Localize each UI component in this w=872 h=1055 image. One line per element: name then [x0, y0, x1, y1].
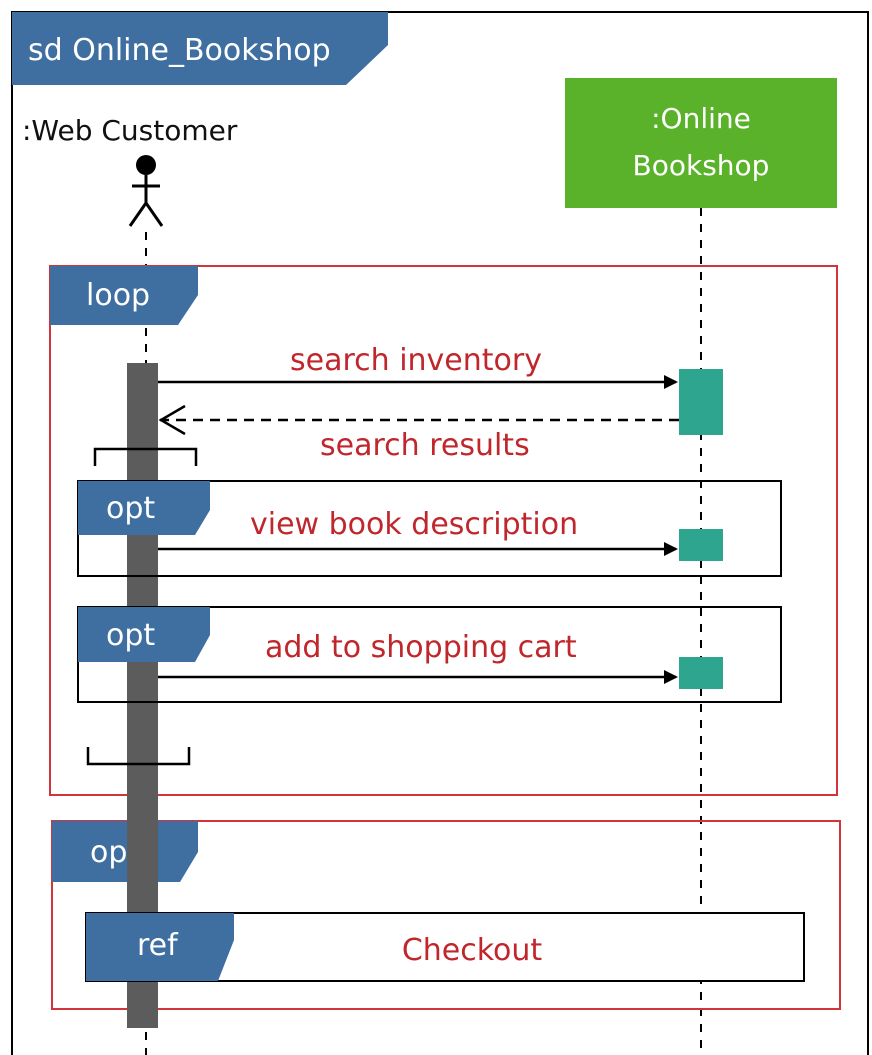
message-add-to-shopping-cart: add to shopping cart: [265, 630, 577, 665]
sd-frame: [11, 11, 869, 1055]
message-search-inventory: search inventory: [290, 343, 542, 378]
opt2-fragment-label: opt: [106, 618, 155, 653]
opt1-fragment-label: opt: [106, 491, 155, 526]
bookshop-activation-search: [679, 369, 723, 435]
sd-frame-tab: [12, 12, 388, 85]
opt-fragment: [51, 820, 841, 1010]
loop-fragment-tab: [50, 266, 198, 325]
ref-checkout-label: Checkout: [402, 933, 543, 968]
inner-bracket-bottom: [86, 747, 191, 766]
loop-fragment: [49, 265, 838, 796]
bookshop-label-line2: Bookshop: [633, 149, 770, 182]
ref-checkout-tab: [86, 913, 234, 981]
opt2-fragment-tab: [78, 607, 210, 662]
opt1-fragment-tab: [78, 481, 210, 535]
sd-frame-title: sd Online_Bookshop: [28, 33, 331, 68]
ref-checkout-tab-label: ref: [137, 928, 179, 963]
stick-figure-icon: [128, 155, 164, 227]
opt-fragment-tab: [52, 821, 198, 882]
loop-fragment-label: loop: [86, 278, 150, 313]
actor-label: :Web Customer: [22, 114, 238, 147]
open-arrowhead-icon: [158, 404, 186, 436]
inner-bracket-top: [93, 447, 198, 466]
bookshop-activation-view: [679, 529, 723, 561]
bookshop-lifeline-head: [565, 78, 837, 208]
bookshop-label-line1: :Online: [651, 102, 751, 135]
message-view-book-description: view book description: [250, 507, 578, 542]
bookshop-activation-cart: [679, 657, 723, 689]
message-search-results: search results: [320, 428, 530, 463]
